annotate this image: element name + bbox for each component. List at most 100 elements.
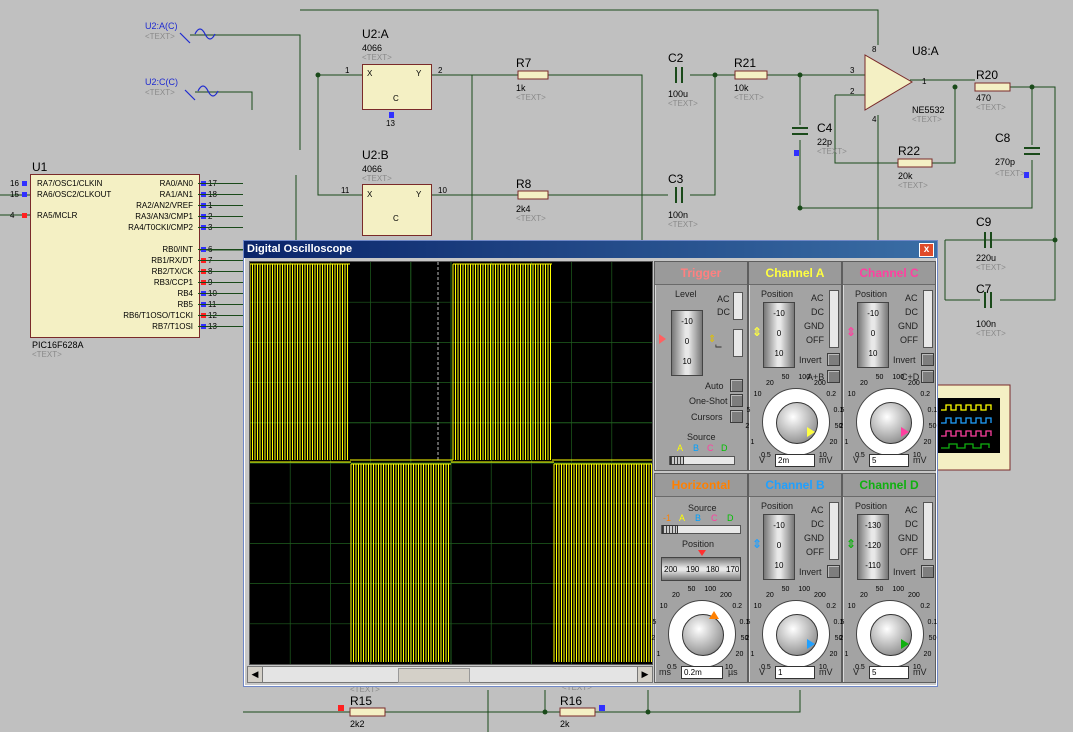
oscilloscope-window[interactable]: Digital Oscilloscope x ◀ ▶ Trigger Level… — [243, 240, 938, 687]
dial-tick-label: 0.1 — [833, 618, 844, 626]
r22-text: <TEXT> — [898, 181, 928, 190]
hpos-tick: 170 — [726, 565, 740, 574]
trigger-source-slider[interactable] — [669, 456, 735, 465]
c8-name: C8 — [995, 131, 1011, 145]
trigger-coupling-switch[interactable] — [733, 292, 743, 320]
mcu-pin-number: 12 — [208, 312, 217, 320]
invert-button[interactable] — [921, 565, 934, 578]
mcu-body[interactable] — [30, 174, 200, 338]
channel-position-wheel[interactable]: -130-120-110 — [857, 514, 889, 580]
invert-button[interactable] — [827, 353, 840, 366]
dial-tick-label: 100 — [704, 585, 717, 593]
channel-title: Channel B — [749, 474, 841, 497]
u2b-pin-x: X — [367, 190, 373, 199]
dial-tick-label: 10 — [847, 603, 856, 611]
wheel-tick: -10 — [773, 309, 785, 318]
mcu-pin-label: RA1/AN1 — [159, 190, 193, 199]
hsource-letter-a: A — [679, 513, 686, 523]
coupling-dc: DC — [811, 307, 824, 317]
u2a-pin-2: 2 — [438, 66, 443, 75]
c3-value: 100n — [668, 210, 689, 220]
switch-u2b[interactable] — [362, 184, 432, 236]
volts-value-field[interactable]: 1 — [775, 666, 815, 679]
dial-tick-label: 10 — [912, 664, 921, 672]
volts-per-div-knob[interactable] — [776, 402, 818, 444]
channel-position-label: Position — [855, 501, 888, 511]
r15-name: R15 — [350, 694, 373, 708]
horizontal-source-slider[interactable] — [661, 525, 741, 534]
invert-button[interactable] — [921, 353, 934, 366]
dial-tick-label: 20 — [765, 591, 774, 599]
r21-value: 10k — [734, 83, 749, 93]
horizontal-position-wheel[interactable]: 200 190 180 170 — [661, 557, 741, 581]
trigger-source-label: Source — [687, 432, 716, 442]
volts-per-div-knob[interactable] — [870, 402, 912, 444]
coupling-switch[interactable] — [923, 290, 933, 348]
invert-label: Invert — [799, 355, 822, 365]
invert-button[interactable] — [827, 565, 840, 578]
coupling-switch[interactable] — [923, 502, 933, 560]
volts-per-div-knob[interactable] — [776, 614, 818, 656]
dial-tick-label: 20 — [923, 439, 932, 447]
window-titlebar[interactable]: Digital Oscilloscope x — [244, 241, 937, 258]
trigger-edge-switch[interactable] — [733, 329, 743, 357]
volts-value-field[interactable]: 5 — [869, 666, 909, 679]
volts-value-field[interactable]: 2m — [775, 454, 815, 467]
u2a-name: U2:A — [362, 27, 389, 41]
dial-tick-label: 20 — [829, 651, 838, 659]
timebase-value-field[interactable]: 0.2m — [681, 666, 723, 679]
volts-value-field[interactable]: 5 — [869, 454, 909, 467]
mcu-pin-number: 2 — [208, 213, 212, 221]
scope-screen[interactable] — [249, 261, 653, 665]
trigger-panel: Trigger Level -10 0 10 AC DC ⨽ ⇕ Auto On… — [654, 261, 748, 471]
coupling-off: OFF — [806, 547, 824, 557]
unit-mv: mV — [819, 667, 833, 677]
c2-name: C2 — [668, 51, 684, 65]
auto-button[interactable] — [730, 379, 743, 392]
slider-thumb[interactable] — [670, 456, 684, 465]
c9-text: <TEXT> — [976, 263, 1006, 272]
trigger-level-label: Level — [675, 289, 697, 299]
scroll-right-button[interactable]: ▶ — [637, 667, 652, 682]
mcu-text: <TEXT> — [32, 350, 62, 359]
combine-button[interactable] — [827, 370, 840, 383]
coupling-switch[interactable] — [829, 290, 839, 348]
scroll-left-button[interactable]: ◀ — [248, 667, 263, 682]
scroll-thumb[interactable] — [398, 668, 470, 683]
trigger-level-wheel[interactable]: -10 0 10 — [671, 310, 703, 376]
switch-u2a[interactable] — [362, 64, 432, 110]
scope-display — [250, 262, 652, 664]
coupling-gnd: GND — [804, 533, 824, 543]
slider-thumb[interactable] — [662, 525, 678, 534]
dial-tick-label: 100 — [798, 373, 811, 381]
mcu-pin-label: RB4 — [177, 289, 193, 298]
mcu-pin-label: RA7/OSC1/CLKIN — [37, 179, 103, 188]
channel-position-label: Position — [761, 501, 794, 511]
volts-per-div-knob[interactable] — [870, 614, 912, 656]
mcu-pin-number: 10 — [208, 290, 217, 298]
cursors-button[interactable] — [730, 410, 743, 423]
dial-pointer-icon — [807, 639, 815, 649]
one-shot-button[interactable] — [730, 394, 743, 407]
dial-pointer-icon — [901, 639, 909, 649]
c9-value: 220u — [976, 253, 997, 263]
dial-tick-label: 50 — [834, 635, 843, 643]
trigger-dc-label: DC — [717, 307, 730, 317]
timebase-dial-knob[interactable] — [682, 614, 724, 656]
r22-name: R22 — [898, 144, 921, 158]
dial-tick-label: 0.5 — [761, 452, 771, 460]
close-button[interactable]: x — [919, 243, 934, 257]
horizontal-scrollbar[interactable]: ◀ ▶ — [247, 666, 653, 683]
combine-button[interactable] — [921, 370, 934, 383]
unit-mv: mV — [913, 667, 927, 677]
coupling-switch[interactable] — [829, 502, 839, 560]
